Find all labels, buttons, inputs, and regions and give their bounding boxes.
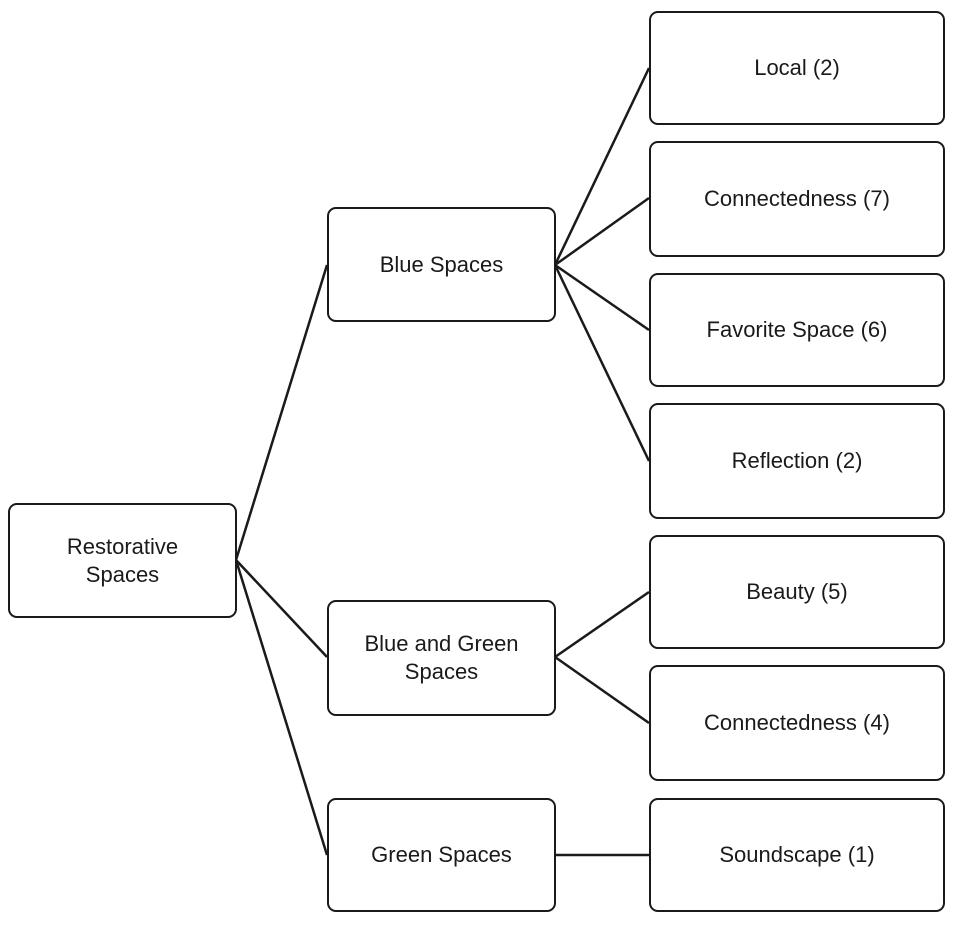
node-local: Local (2) [649,11,945,125]
node-connectedness-bg: Connectedness (4) [649,665,945,781]
node-soundscape: Soundscape (1) [649,798,945,912]
node-favorite-space: Favorite Space (6) [649,273,945,387]
node-beauty: Beauty (5) [649,535,945,649]
edge-root-blue-green-spaces [235,559,328,658]
edge-root-green-spaces [234,559,329,856]
edge-bg-beauty [554,590,650,659]
node-reflection: Reflection (2) [649,403,945,519]
node-blue-spaces: Blue Spaces [327,207,556,322]
edge-blue-local [553,67,651,266]
node-connectedness-blue: Connectedness (7) [649,141,945,257]
node-green-spaces: Green Spaces [327,798,556,912]
edge-root-blue-spaces [234,264,329,561]
edge-blue-favorite-space [554,263,650,332]
edge-blue-reflection [553,264,651,462]
edge-bg-connectedness [554,655,650,725]
edge-blue-connectedness [554,196,650,267]
